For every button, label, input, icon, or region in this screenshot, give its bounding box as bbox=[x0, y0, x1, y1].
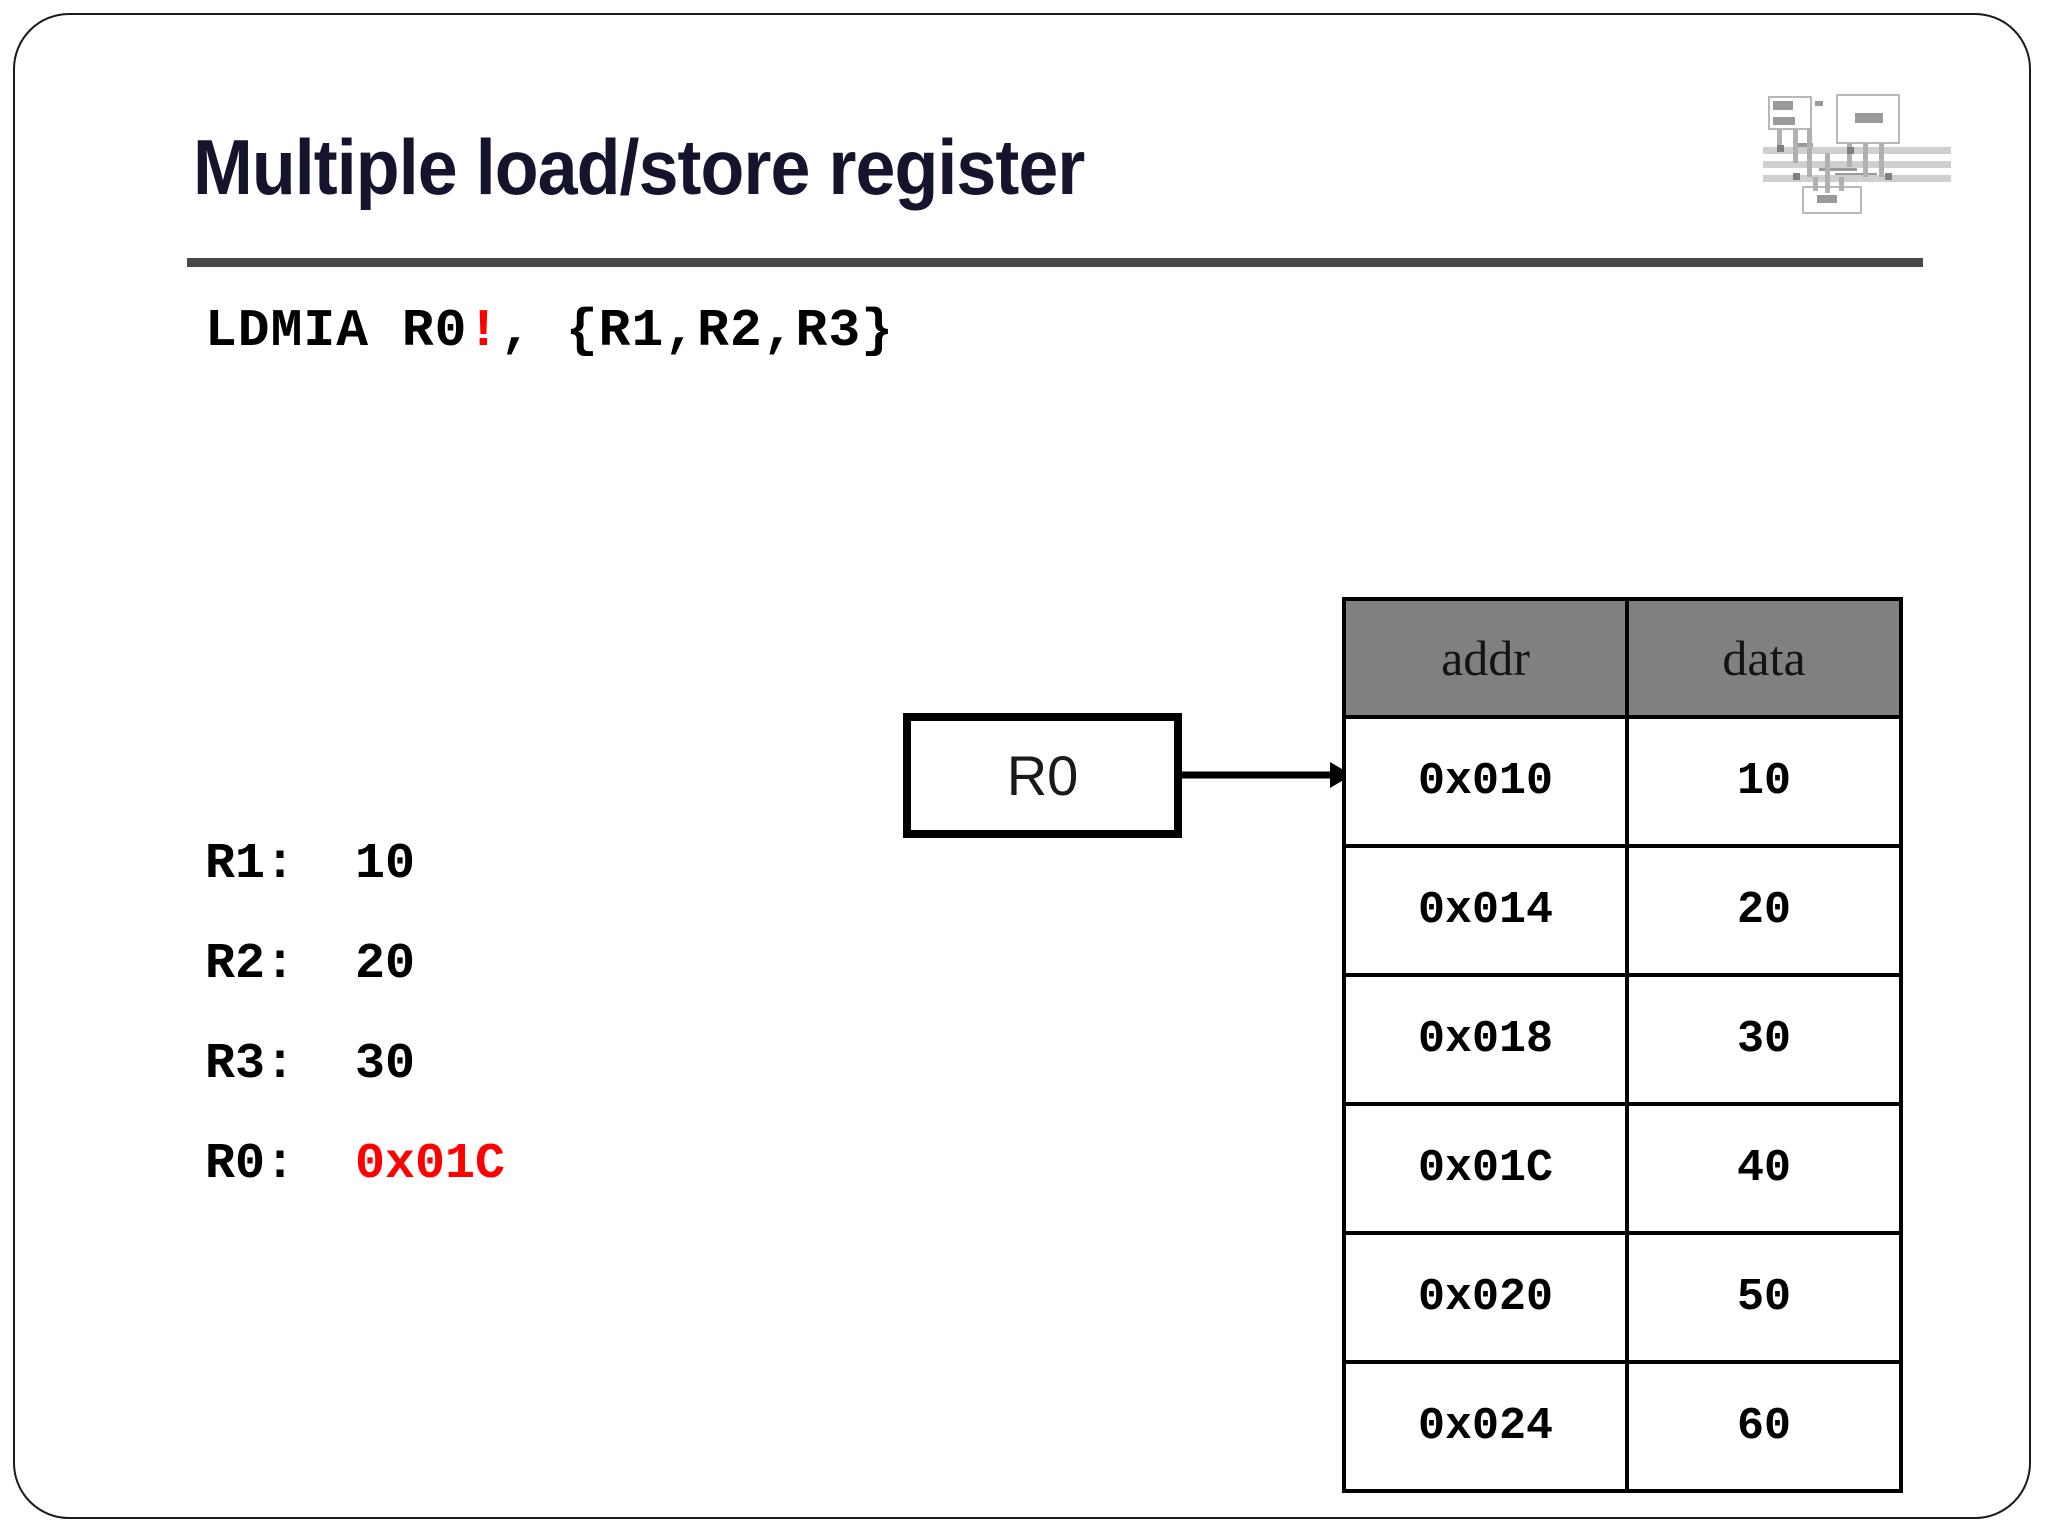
r0-pointer-box: R0 bbox=[903, 713, 1182, 838]
register-value: 30 bbox=[355, 1036, 416, 1093]
register-row: R1: 10 bbox=[205, 815, 505, 915]
cell-addr: 0x018 bbox=[1342, 973, 1629, 1106]
cell-addr: 0x024 bbox=[1342, 1360, 1629, 1493]
right-arrow-icon bbox=[1182, 759, 1352, 791]
code-suffix: , {R1,R2,R3} bbox=[500, 301, 894, 361]
table-row: 0x024 60 bbox=[1342, 1360, 1903, 1493]
table-row: 0x020 50 bbox=[1342, 1231, 1903, 1364]
register-name: R0: bbox=[205, 1136, 296, 1193]
register-row: R2: 20 bbox=[205, 915, 505, 1015]
register-value: 20 bbox=[355, 936, 416, 993]
cell-addr: 0x01C bbox=[1342, 1102, 1629, 1235]
cell-data: 30 bbox=[1625, 973, 1903, 1106]
cell-addr: 0x020 bbox=[1342, 1231, 1629, 1364]
register-row: R0: 0x01C bbox=[205, 1115, 505, 1215]
r0-pointer-box-label: R0 bbox=[1006, 744, 1079, 807]
register-value: 10 bbox=[355, 836, 416, 893]
cell-data: 20 bbox=[1625, 844, 1903, 977]
register-value-list: R1: 10 R2: 20 R3: 30 R0: 0x01C bbox=[205, 815, 505, 1215]
register-value: 0x01C bbox=[355, 1136, 506, 1193]
cell-addr: 0x010 bbox=[1342, 715, 1629, 848]
code-prefix: LDMIA R0 bbox=[205, 301, 468, 361]
cell-data: 10 bbox=[1625, 715, 1903, 848]
table-header-row: addr data bbox=[1342, 597, 1903, 719]
title-divider bbox=[187, 258, 1923, 267]
table-row: 0x010 10 bbox=[1342, 715, 1903, 848]
writeback-marker: ! bbox=[467, 301, 501, 361]
table-row: 0x018 30 bbox=[1342, 973, 1903, 1106]
register-name: R3: bbox=[205, 1036, 296, 1093]
column-header-data: data bbox=[1625, 597, 1903, 719]
table-row: 0x014 20 bbox=[1342, 844, 1903, 977]
cell-data: 50 bbox=[1625, 1231, 1903, 1364]
register-row: R3: 30 bbox=[205, 1015, 505, 1115]
system-block-diagram-thumbnail-icon bbox=[1763, 87, 1951, 217]
cell-data: 60 bbox=[1625, 1360, 1903, 1493]
cell-addr: 0x014 bbox=[1342, 844, 1629, 977]
register-name: R1: bbox=[205, 836, 296, 893]
register-name: R2: bbox=[205, 936, 296, 993]
slide-frame: Multiple load/store register bbox=[13, 13, 2031, 1519]
cell-data: 40 bbox=[1625, 1102, 1903, 1235]
column-header-addr: addr bbox=[1342, 597, 1629, 719]
page-title: Multiple load/store register bbox=[193, 123, 1085, 211]
instruction-code-line: LDMIA R0!, {R1,R2,R3} bbox=[205, 301, 894, 361]
memory-table: addr data 0x010 10 0x014 20 0x018 30 0x0… bbox=[1342, 597, 1903, 1493]
table-row: 0x01C 40 bbox=[1342, 1102, 1903, 1235]
